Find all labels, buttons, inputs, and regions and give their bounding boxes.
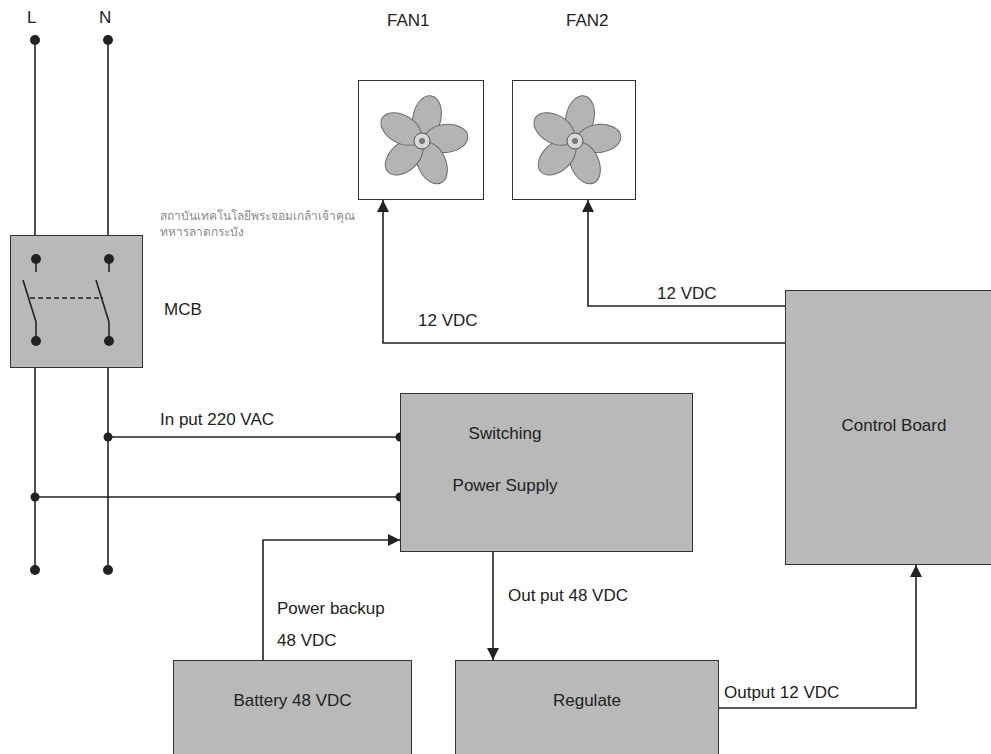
mechanical-link bbox=[30, 297, 103, 299]
battery-box: Battery 48 VDC bbox=[173, 660, 412, 754]
connector-arrow bbox=[383, 200, 785, 343]
node-title: Battery 48 VDC bbox=[174, 691, 411, 711]
connector-arrow bbox=[719, 565, 916, 708]
terminal-dot bbox=[103, 565, 113, 575]
neutral-feed-wire bbox=[108, 436, 400, 438]
node-heading: MCB bbox=[164, 300, 202, 320]
connector-label: Out put 48 VDC bbox=[506, 586, 630, 606]
connector-arrow bbox=[263, 540, 400, 660]
fan-hub bbox=[414, 133, 430, 149]
node-title: Control Board bbox=[786, 416, 991, 436]
line-terminal-label: L bbox=[27, 8, 36, 28]
fan-box: FAN2 bbox=[512, 80, 636, 200]
terminal-dot bbox=[30, 565, 40, 575]
connector-label: Power backup 48 VDC bbox=[275, 593, 391, 657]
connector-label: 12 VDC bbox=[655, 284, 719, 304]
line-feed-wire bbox=[35, 496, 400, 498]
terminal-dot bbox=[30, 35, 40, 45]
junction-dot bbox=[31, 493, 40, 502]
fan-hub bbox=[567, 133, 583, 149]
node-title: Regulate bbox=[456, 691, 718, 711]
breaker-terminal bbox=[104, 254, 114, 264]
terminal-dot bbox=[103, 35, 113, 45]
neutral-terminal-label: N bbox=[99, 8, 111, 28]
breaker-terminal bbox=[31, 254, 41, 264]
control-board-box: Control Board bbox=[785, 290, 991, 565]
input-voltage-label: In put 220 VAC bbox=[160, 410, 274, 430]
breaker-box: MCB bbox=[10, 235, 143, 368]
breaker-symbol bbox=[11, 236, 142, 367]
connector-label: Output 12 VDC bbox=[722, 683, 841, 703]
switch-blade bbox=[96, 280, 109, 322]
connector-label: 12 VDC bbox=[416, 311, 480, 331]
node-heading: FAN2 bbox=[566, 11, 609, 31]
fan-illustration bbox=[359, 81, 483, 199]
junction-dot bbox=[104, 433, 113, 442]
node-heading: FAN1 bbox=[387, 11, 430, 31]
connector-arrow bbox=[588, 200, 785, 306]
fan-hub bbox=[572, 138, 578, 144]
node-title: Switching Power Supply bbox=[446, 408, 564, 512]
fan-box: FAN1 bbox=[358, 80, 484, 200]
connector-arrow bbox=[492, 552, 494, 660]
switch-blade bbox=[23, 280, 36, 322]
breaker-terminal bbox=[104, 336, 114, 346]
power-supply-box: Switching Power Supply bbox=[400, 393, 693, 552]
fan-illustration bbox=[513, 81, 635, 199]
watermark: สถาบันเทคโนโลยีพระจอมเกล้าเจ้าคุณทหารลาด… bbox=[160, 208, 360, 240]
breaker-terminal bbox=[31, 336, 41, 346]
regulator-box: Regulate bbox=[455, 660, 719, 754]
fan-hub bbox=[419, 138, 425, 144]
